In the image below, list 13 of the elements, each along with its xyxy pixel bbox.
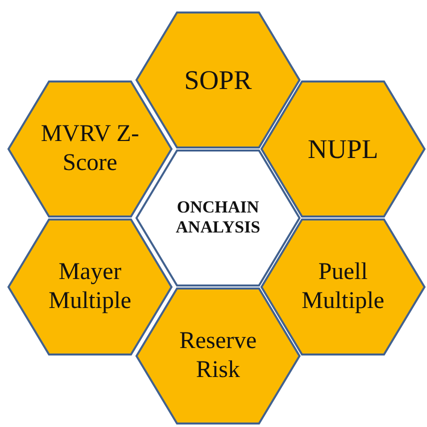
hexagon-label: Mayer Multiple xyxy=(48,258,132,316)
hexagon xyxy=(260,218,426,356)
hexagon-label: NUPL xyxy=(306,132,380,166)
hexagon xyxy=(7,80,173,218)
hexagon-label: Puell Multiple xyxy=(300,258,386,316)
hexagon-label: SOPR xyxy=(183,64,253,96)
hexagon-label: ONCHAIN ANALYSIS xyxy=(174,198,262,238)
hexagon xyxy=(260,80,426,218)
hexagon-label: MVRV Z-Score xyxy=(40,120,140,178)
hexagon xyxy=(7,218,173,356)
hexagon-label: Reserve Risk xyxy=(178,327,258,385)
hexagon xyxy=(135,149,301,287)
hexagon xyxy=(135,287,301,425)
